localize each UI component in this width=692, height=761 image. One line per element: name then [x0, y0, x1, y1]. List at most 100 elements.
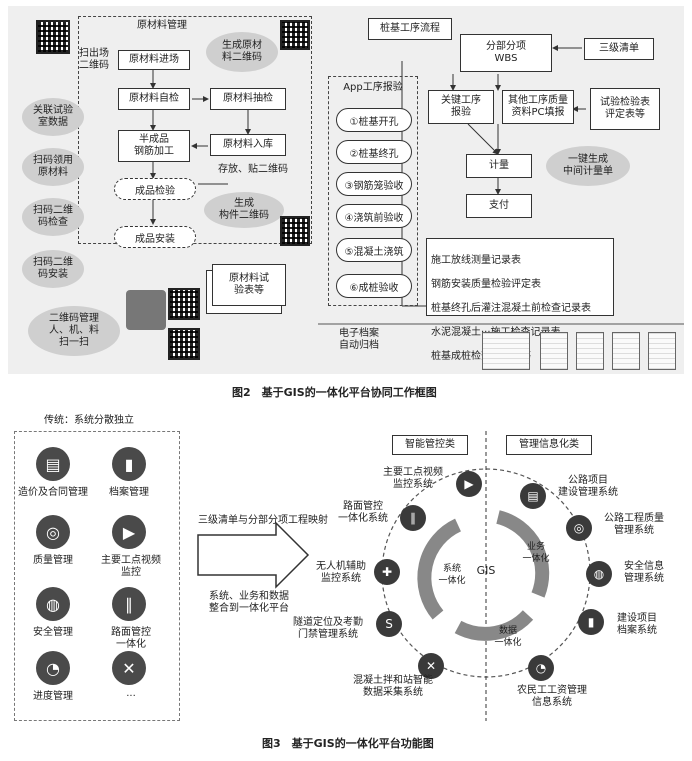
product-install-box: 成品安装	[114, 226, 196, 248]
info-management-category: 管理信息化类	[506, 435, 592, 455]
qr-manage-cloud: 二维码管理 人、机、料 扫一扫	[28, 306, 120, 356]
trad-item-label: 主要工点视频 监控	[101, 555, 161, 578]
app-step-6: ⑥成桩验收	[336, 274, 412, 298]
wage-icon: ◔	[528, 655, 554, 681]
test-forms-box: 试验检验表 评定表等	[590, 88, 660, 130]
progress-icon: ◔	[36, 651, 70, 685]
app-step-3: ③钢筋笼验收	[336, 172, 412, 196]
right-node-label: 农民工工资管理 信息系统	[517, 685, 587, 708]
right-node-label: 建设项目 档案系统	[617, 613, 657, 636]
tunnel-icon: S	[376, 611, 402, 637]
qr-code-icon	[168, 288, 200, 320]
network-icon: ✕	[112, 651, 146, 685]
trad-item-label: 档案管理	[109, 487, 149, 498]
material-group-title: 原材料管理	[137, 20, 187, 31]
record-line: 施工放线测量记录表	[431, 255, 521, 266]
right-node-label: 安全信息 管理系统	[624, 561, 664, 584]
arrow-top-text: 三级清单与分部分项工程映射	[198, 515, 328, 526]
video-monitor-icon: ▶	[456, 471, 482, 497]
figure2-connectors	[150, 45, 684, 325]
flow-title-box: 桩基工序流程	[368, 18, 452, 40]
drone-icon: ✚	[374, 559, 400, 585]
key-process-box: 关键工序 报验	[428, 90, 494, 124]
smart-control-category: 智能管控类	[392, 435, 468, 455]
road-icon: ∥	[112, 587, 146, 621]
quality-icon: ◎	[566, 515, 592, 541]
trad-item-label: 安全管理	[33, 627, 73, 638]
figure3-graphics	[197, 431, 591, 721]
workers-photo-icon	[126, 290, 166, 330]
right-node-label: 公路工程质量 管理系统	[604, 513, 664, 536]
qr-code-icon	[36, 20, 70, 54]
generate-part-qr-cloud: 生成 构件二维码	[204, 192, 284, 228]
archive-doc-thumb	[540, 332, 568, 370]
traditional-title: 传统：系统分散独立	[44, 415, 134, 426]
fingerprint-icon: ◍	[36, 587, 70, 621]
material-management-group	[78, 16, 312, 244]
document-icon: ▤	[520, 483, 546, 509]
material-storage-box: 原材料入库	[210, 134, 286, 156]
trad-item-label: 进度管理	[33, 691, 73, 702]
archive-doc-thumb	[482, 332, 530, 370]
app-step-2: ②桩基终孔	[336, 140, 412, 164]
auto-archive-label: 电子档案 自动归档	[339, 328, 379, 351]
semi-product-box: 半成品 钢筋加工	[118, 130, 190, 162]
figure3-caption: 图3 基于GIS的一体化平台功能图	[262, 737, 434, 750]
app-process-group	[328, 76, 418, 306]
traditional-group	[14, 431, 180, 721]
app-step-5: ⑤混凝土浇筑	[336, 238, 412, 262]
scan-material-cloud: 扫码领用 原材料	[22, 148, 84, 186]
qr-code-icon	[280, 216, 310, 246]
record-line: 钢筋安装质量检验评定表	[431, 279, 541, 290]
generate-material-qr-cloud: 生成原材 料二维码	[206, 32, 278, 72]
qr-code-icon	[168, 328, 200, 360]
figure2-caption: 图2 基于GIS的一体化平台协同工作框图	[232, 386, 437, 399]
bar-chart-icon: ▮	[112, 447, 146, 481]
trad-item-label: ···	[126, 691, 136, 702]
product-check-box: 成品检验	[114, 178, 196, 200]
other-process-box: 其他工序质量 资料PC填报	[502, 90, 574, 124]
scan-install-cloud: 扫码二维 码安装	[22, 250, 84, 288]
road-icon: ∥	[400, 505, 426, 531]
gis-center-label: GIS	[476, 564, 496, 577]
level3-list-box: 三级清单	[584, 38, 654, 60]
left-node-label: 隧道定位及考勤 门禁管理系统	[293, 617, 363, 640]
app-process-title: App工序报验	[343, 82, 403, 93]
app-step-4: ④浇筑前验收	[336, 204, 412, 228]
material-entry-box: 原材料进场	[118, 50, 190, 70]
left-node-label: 无人机辅助 监控系统	[316, 561, 366, 584]
one-key-generate-cloud: 一键生成 中间计量单	[546, 146, 630, 186]
material-selfcheck-box: 原材料自检	[118, 88, 190, 110]
storage-note: 存放、贴二维码	[218, 164, 288, 175]
video-icon: ▶	[112, 515, 146, 549]
archive-doc-thumb	[648, 332, 676, 370]
figure2-panel: 原材料管理 扫出场 二维码 原材料进场 生成原材 料二维码 关联试验 室数据 原…	[8, 6, 684, 374]
archive-doc-thumb	[576, 332, 604, 370]
record-line: 桩基终孔后灌注混凝土前检查记录表	[431, 303, 591, 314]
mixing-station-icon: ✕	[418, 653, 444, 679]
arrow-bottom-text: 系统、业务和数据 整合到一体化平台	[209, 591, 289, 614]
cycle-label: 系统 一体化	[438, 564, 466, 586]
cycle-label: 业务 一体化	[522, 542, 550, 564]
left-node-label: 混凝土拌和站智能 数据采集系统	[353, 675, 433, 698]
figure3-panel: 传统：系统分散独立 ▤ 造价及合同管理 ▮ 档案管理 ◎ 质量管理 ▶ 主要工点…	[8, 405, 684, 723]
left-node-label: 路面管控 一体化系统	[338, 501, 388, 524]
scan-exit-qr-label: 扫出场 二维码	[79, 48, 109, 71]
right-node-label: 公路项目 建设管理系统	[558, 475, 618, 498]
qr-code-icon	[280, 20, 310, 50]
cycle-label: 数据 一体化	[494, 626, 522, 648]
wbs-box: 分部分项 WBS	[460, 34, 552, 72]
archive-icon: ▮	[578, 609, 604, 635]
trad-item-label: 路面管控 一体化	[111, 627, 151, 650]
document-icon: ▤	[36, 447, 70, 481]
left-node-label: 主要工点视频 监控系统	[383, 467, 443, 490]
fingerprint-icon: ◍	[586, 561, 612, 587]
archive-doc-thumb	[612, 332, 640, 370]
trad-item-label: 造价及合同管理	[18, 487, 88, 498]
link-lab-data-cloud: 关联试验 室数据	[22, 98, 84, 136]
payment-box: 支付	[466, 194, 532, 218]
records-box: 施工放线测量记录表 钢筋安装质量检验评定表 桩基终孔后灌注混凝土前检查记录表 水…	[426, 238, 614, 362]
trad-item-label: 质量管理	[33, 555, 73, 566]
material-sampling-box: 原材料抽检	[210, 88, 286, 110]
measure-box: 计量	[466, 154, 532, 178]
